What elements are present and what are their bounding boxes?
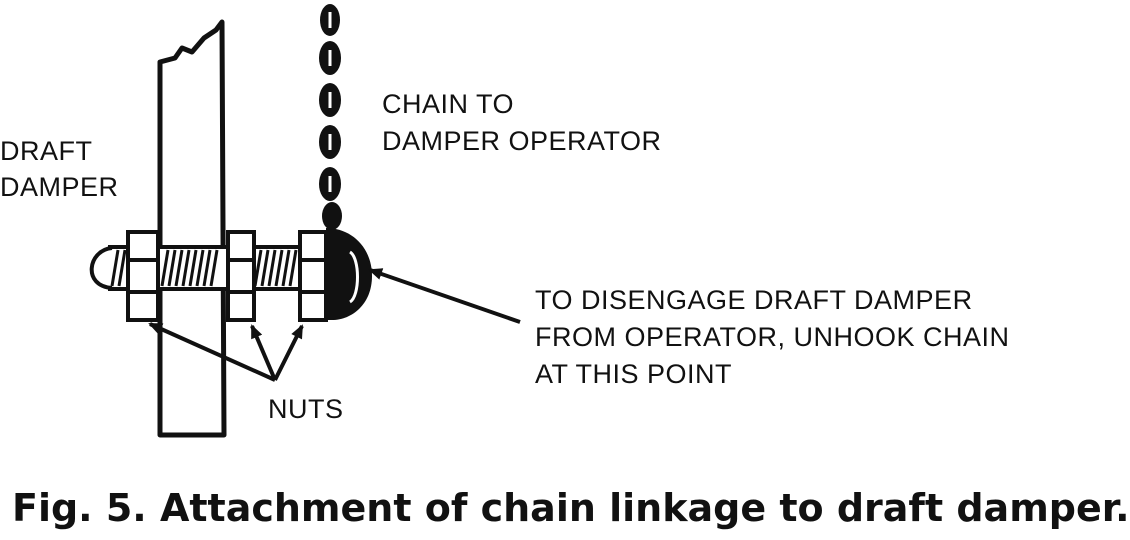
figure-caption: Fig. 5. Attachment of chain linkage to d… [12,486,1130,530]
disengage-note-line2: FROM OPERATOR, UNHOOK CHAIN [535,322,1010,352]
nuts-label: NUTS [268,394,344,424]
chain-label-line2: DAMPER OPERATOR [382,126,662,156]
disengage-note-line3: AT THIS POINT [535,359,732,389]
threads [110,249,298,287]
arrow-to-nut-left [148,322,276,382]
arrow-to-nut-right [273,324,304,381]
nut-right [298,230,328,322]
chain [319,4,342,230]
damper-diagram: DRAFT DAMPER CHAIN TO DAMPER OPERATOR TO… [0,4,1010,438]
nut-middle [226,230,256,322]
draft-damper-label-line1: DRAFT [0,136,93,166]
nut-left [126,230,160,322]
chain-label-line1: CHAIN TO [382,89,514,119]
bolt-end [89,246,113,290]
bolt-head [326,228,372,320]
arrow-to-nut-middle [250,324,277,381]
damper-plate [157,19,227,438]
arrow-to-hook [368,268,521,324]
draft-damper-label-line2: DAMPER [0,172,119,202]
disengage-note-line1: TO DISENGAGE DRAFT DAMPER [535,285,973,315]
